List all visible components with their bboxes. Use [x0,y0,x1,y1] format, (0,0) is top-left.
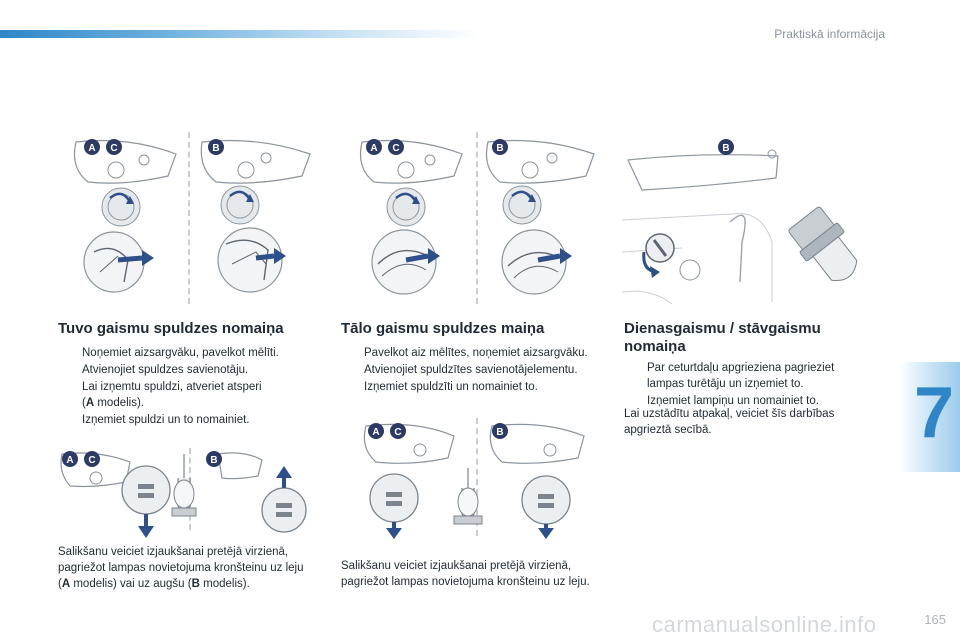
running-head: Praktiskā informācija [774,27,885,41]
badge-c: C [390,423,406,439]
svg-text:B: B [496,143,503,154]
low-beam-headlamp-b-illustration: B [200,139,311,293]
low-beam-headlamp-ac-illustration: A C [73,139,177,293]
svg-text:B: B [496,427,503,438]
badge-a: A [368,423,384,439]
badge-b: B [492,423,508,439]
svg-text:C: C [394,427,401,438]
high-beam-section-title: Tālo gaismu spuldzes maiņa [341,320,545,337]
list-item: Par ceturtdaļu apgrieziena pagrieziet la… [647,362,835,390]
figure-divider [476,132,478,304]
low-beam-reassembly-note: Salikšanu veiciet izjaukšanai pretējā vi… [58,546,304,590]
daytime-reassembly-note: Lai uzstādītu atpakaļ, veiciet šīs darbī… [624,408,835,436]
svg-text:A: A [66,455,73,466]
daytime-lamp-illustration: B [622,139,858,305]
high-beam-headlamp-b-illustration: B [485,139,595,295]
list-item: Izņemiet spuldzi un to nomainiet. [82,414,250,426]
low-beam-steps: Noņemiet aizsargvāku, pavelkot mēlīti. A… [62,345,302,429]
badge-b: B [206,451,222,467]
figure-divider [476,418,478,536]
header-accent-bar [0,30,480,38]
badge-c: C [388,139,404,155]
watermark: carmanualsonline.info [652,612,877,637]
svg-text:A: A [88,143,95,154]
svg-text:A: A [372,427,379,438]
high-beam-reassembly-illustration: A C B [363,423,585,539]
model-label: A [61,578,71,590]
daytime-steps: Par ceturtdaļu apgrieziena pagrieziet la… [627,360,867,410]
svg-text:B: B [722,143,729,154]
badge-b: B [718,139,734,155]
list-item: Noņemiet aizsargvāku, pavelkot mēlīti. [82,347,279,359]
figure-divider [188,132,190,304]
chapter-number: 7 [913,373,954,453]
badge-a: A [84,139,100,155]
badge-c: C [84,451,100,467]
badge-c: C [106,139,122,155]
badge-b: B [492,139,508,155]
svg-text:A: A [370,143,377,154]
badge-b: B [208,139,224,155]
low-beam-reassembly-illustration: A C B [60,451,307,538]
high-beam-reassembly-note: Salikšanu veiciet izjaukšanai pretējā vi… [341,560,590,588]
svg-text:B: B [210,455,217,466]
list-item: Pavelkot aiz mēlītes, noņemiet aizsargvā… [364,347,588,359]
high-beam-steps: Pavelkot aiz mēlītes, noņemiet aizsargvā… [344,345,606,396]
svg-text:C: C [392,143,399,154]
low-beam-section-title: Tuvo gaismu spuldzes nomaiņa [58,320,284,337]
list-item: Atvienojiet spuldzes savienotāju. [82,364,249,376]
list-item: Lai izņemtu spuldzi, atveriet atsperi(A … [82,381,262,409]
list-item: Izņemiet spuldzīti un nomainiet to. [364,381,538,393]
badge-a: A [62,451,78,467]
list-item: Izņemiet lampiņu un nomainiet to. [647,395,819,407]
svg-text:B: B [212,143,219,154]
model-label: A [85,397,95,409]
chapter-tab [900,362,960,472]
page-number: 165 [924,612,946,627]
badge-a: A [366,139,382,155]
svg-text:C: C [88,455,95,466]
svg-text:C: C [110,143,117,154]
list-item: Atvienojiet spuldzītes savienotājelement… [364,364,578,376]
model-label: B [191,578,200,590]
high-beam-headlamp-ac-illustration: A C [359,139,463,295]
